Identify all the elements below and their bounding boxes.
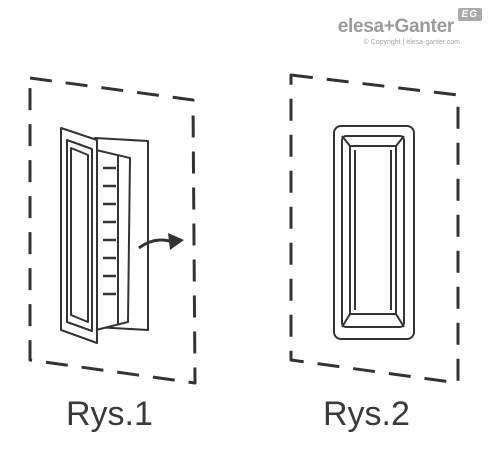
- logo-badge: EG: [457, 8, 482, 21]
- figure-2-inner-recess: [349, 145, 397, 315]
- figure-2-caption: Rys.2: [323, 395, 410, 433]
- figure-1-caption: Rys.1: [66, 395, 153, 433]
- figure-2-frame: [333, 125, 415, 340]
- figure-2-closed-handle: [289, 73, 460, 385]
- figure-2-recess: [341, 135, 405, 328]
- logo-copyright: © Copyright | elesa-ganter.com: [363, 39, 460, 46]
- logo-name: elesa+Ganter: [337, 16, 455, 37]
- figure-1-arrowhead: [168, 233, 184, 250]
- figure-1-panel-outline: [28, 76, 197, 385]
- figure-2-panel-outline: [289, 73, 460, 385]
- elesa-ganter-logo: EG elesa+Ganter © Copyright | elesa-gant…: [302, 8, 482, 48]
- figure-1-open-handle: [28, 76, 197, 385]
- figure-1-lid-slots: [103, 166, 116, 296]
